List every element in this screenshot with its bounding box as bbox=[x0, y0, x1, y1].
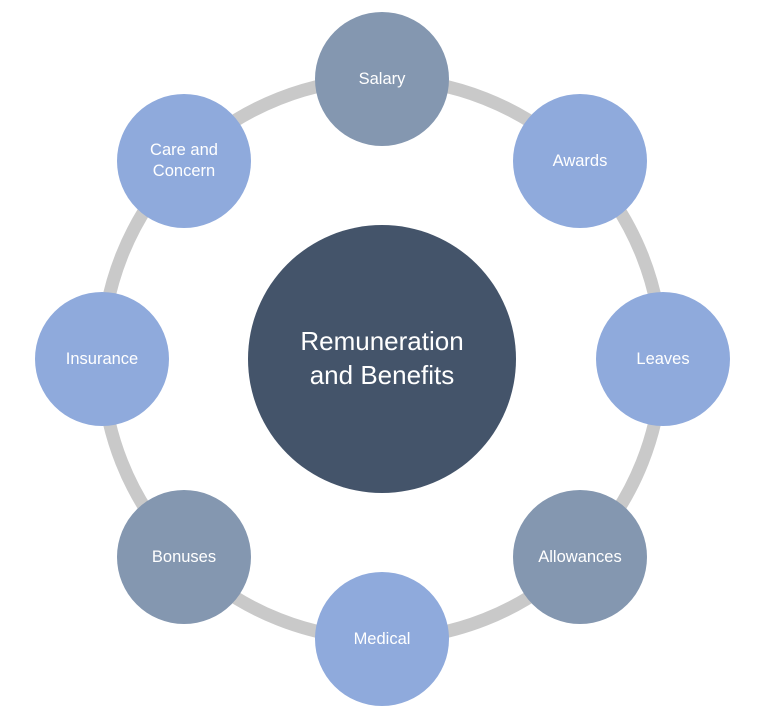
node-label: Care and Concern bbox=[150, 141, 218, 180]
center-node-remuneration-and-benefits: Remuneration and Benefits bbox=[248, 225, 516, 493]
node-label: Awards bbox=[552, 151, 608, 170]
node-label: Medical bbox=[353, 629, 411, 648]
center-label-line1: Remuneration bbox=[300, 326, 464, 357]
node-label: Bonuses bbox=[151, 547, 217, 566]
node-label: Leaves bbox=[636, 349, 690, 368]
node-salary: Salary bbox=[315, 12, 449, 146]
node-allowances: Allowances bbox=[513, 490, 647, 624]
node-insurance: Insurance bbox=[35, 292, 169, 426]
node-label: Insurance bbox=[65, 349, 139, 368]
center-label-line2: and Benefits bbox=[309, 360, 455, 390]
node-label: Salary bbox=[358, 69, 406, 88]
node-awards: Awards bbox=[513, 94, 647, 228]
node-medical: Medical bbox=[315, 572, 449, 706]
node-label: Allowances bbox=[538, 547, 622, 566]
node-leaves: Leaves bbox=[596, 292, 730, 426]
node-care-and-concern: Care and Concern bbox=[117, 94, 251, 228]
node-bonuses: Bonuses bbox=[117, 490, 251, 624]
